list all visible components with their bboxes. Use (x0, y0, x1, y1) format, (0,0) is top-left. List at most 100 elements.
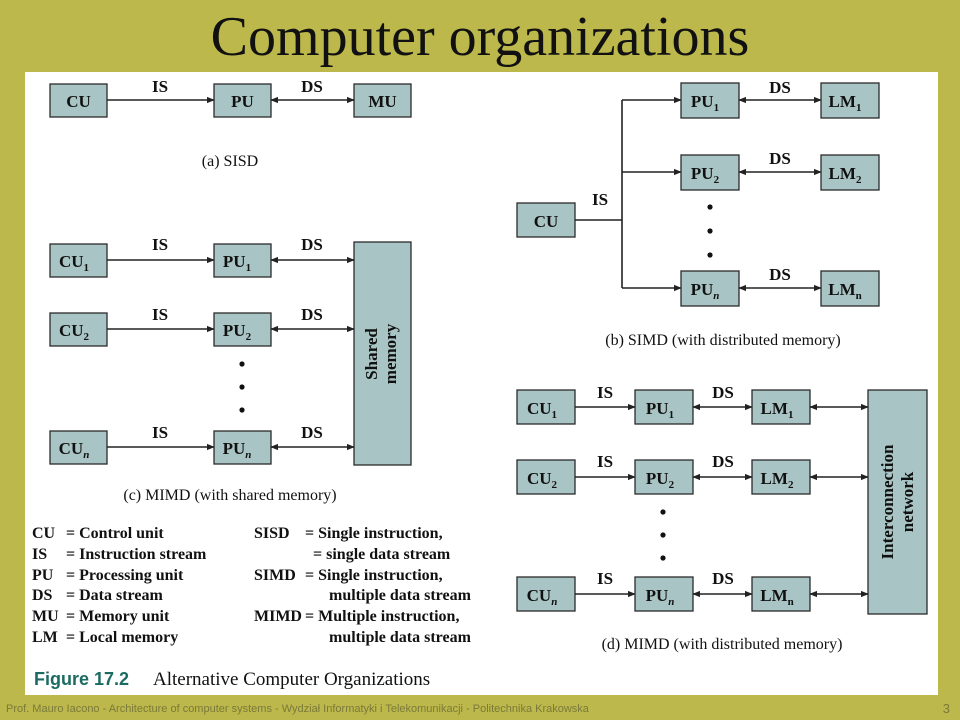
sisd-is-label: IS (152, 77, 168, 96)
sisd-pu-box (213, 83, 272, 118)
legend-type-line: multiple data stream (329, 587, 472, 604)
mimd-dist-pu1-label: PU1 (646, 399, 674, 421)
mimd-shared-cu2-label: CU2 (59, 321, 90, 343)
simd-pu2-box (680, 154, 740, 191)
mimd-shared-pu2-label: PU2 (223, 321, 252, 343)
mimd-shared-dsn-label: DS (301, 423, 323, 442)
mimd-dist-lmn-label: LMn (760, 586, 794, 608)
page-number: 3 (942, 701, 950, 716)
simd-dsn-label: DS (769, 265, 791, 284)
simd-ds1-label: DS (769, 78, 791, 97)
legend-desc: = Control unit (66, 525, 164, 542)
legend-type-abbr: SIMD (254, 567, 296, 584)
mimd-dist-pu2-box (634, 459, 694, 495)
caption-a: (a) SISD (202, 153, 258, 170)
simd-pu2-label: PU2 (691, 164, 720, 186)
mimd-shared-ellipsis-dot (239, 384, 245, 390)
legend: CU = Control unit IS = Instruction strea… (32, 525, 472, 646)
mimd-shared-pu2-box (213, 312, 272, 347)
mimd-shared-cu2-box (49, 312, 108, 347)
mimd-shared-cu1-box (49, 243, 108, 278)
mimd-shared-ds1-label: DS (301, 235, 323, 254)
mimd-dist-is2-label: IS (597, 452, 613, 471)
mimd-shared-diagram: Shared memory CU1 IS PU1 DS CU2 IS PU2 D… (49, 235, 412, 504)
mimd-distributed-diagram: Interconnection network CU1 IS PU1 DS LM… (516, 383, 928, 653)
shared-memory-label-2: memory (381, 323, 400, 384)
simd-lm2-box (820, 154, 880, 191)
mimd-shared-cun-label: CUn (59, 439, 90, 461)
sisd-cu-box (49, 83, 108, 118)
mimd-dist-is1-label: IS (597, 383, 613, 402)
sisd-diagram: CU PU MU IS DS (a) SISD (49, 77, 412, 170)
mimd-dist-lm2-label: LM2 (761, 469, 794, 491)
simd-cu-label: CU (534, 212, 559, 231)
shared-memory-label-1: Shared (362, 328, 381, 380)
sisd-mu-box (353, 83, 412, 118)
mimd-dist-lm1-label: LM1 (761, 399, 794, 421)
interconnection-network-box (867, 389, 928, 615)
mimd-shared-pun-label: PUn (223, 439, 252, 461)
legend-type-line: multiple data stream (329, 629, 472, 646)
organization-diagram: CU PU MU IS DS (a) SISD CU IS PU1 DS LM1… (32, 77, 928, 690)
mimd-shared-ellipsis-dot (239, 361, 245, 367)
mimd-shared-pu1-label: PU1 (223, 252, 251, 274)
simd-ellipsis-dot (707, 204, 713, 210)
simd-pun-box (680, 270, 740, 307)
mimd-shared-ds2-label: DS (301, 305, 323, 324)
mimd-dist-cu1-label: CU1 (527, 399, 557, 421)
caption-d: (d) MIMD (with distributed memory) (602, 636, 843, 653)
simd-pu1-box (680, 82, 740, 119)
simd-cu-box (516, 202, 576, 238)
legend-type-line: = Multiple instruction, (305, 608, 459, 625)
mimd-shared-is1-label: IS (152, 235, 168, 254)
mimd-dist-dsn-label: DS (712, 569, 734, 588)
legend-desc: = Instruction stream (66, 546, 207, 563)
simd-pun-label: PUn (691, 280, 720, 302)
legend-type-abbr: MIMD (254, 608, 302, 625)
legend-abbr: PU (32, 567, 54, 584)
mimd-dist-ellipsis-dot (660, 509, 666, 515)
legend-desc: = Local memory (66, 629, 178, 646)
legend-abbr: DS (32, 587, 53, 604)
mimd-shared-isn-label: IS (152, 423, 168, 442)
legend-desc: = Data stream (66, 587, 163, 604)
simd-lmn-box (820, 270, 880, 307)
legend-abbr: LM (32, 629, 58, 646)
figure-title: Alternative Computer Organizations (153, 669, 430, 690)
legend-type-abbr: SISD (254, 525, 290, 542)
mimd-dist-cun-box (516, 576, 576, 612)
legend-type-line: = Single instruction, (305, 525, 443, 542)
caption-b: (b) SIMD (with distributed memory) (605, 332, 841, 349)
mimd-dist-pu2-label: PU2 (646, 469, 675, 491)
mimd-dist-ds1-label: DS (712, 383, 734, 402)
simd-lm1-label: LM1 (829, 92, 862, 114)
mimd-dist-cu1-box (516, 389, 576, 425)
mimd-dist-cun-label: CUn (527, 586, 558, 608)
simd-ellipsis-dot (707, 228, 713, 234)
legend-type-line: = Single instruction, (305, 567, 443, 584)
mimd-shared-cu1-label: CU1 (59, 252, 89, 274)
mimd-dist-cu2-label: CU2 (527, 469, 558, 491)
mimd-dist-isn-label: IS (597, 569, 613, 588)
sisd-mu-label: MU (368, 92, 396, 111)
simd-lmn-label: LMn (828, 280, 862, 302)
simd-lm2-label: LM2 (829, 164, 862, 186)
legend-abbr: IS (32, 546, 47, 563)
legend-desc: = Memory unit (66, 608, 170, 625)
simd-lm1-box (820, 82, 880, 119)
mimd-dist-pu1-box (634, 389, 694, 425)
legend-desc: = Processing unit (66, 567, 184, 584)
mimd-shared-pu1-box (213, 243, 272, 278)
simd-diagram: CU IS PU1 DS LM1 PU2 DS LM2 PUn DS LMn (… (516, 78, 880, 349)
interconnection-label-1: Interconnection (878, 444, 897, 559)
mimd-dist-pun-label: PUn (646, 586, 675, 608)
legend-abbr: MU (32, 608, 59, 625)
interconnection-label-2: network (898, 471, 917, 532)
mimd-dist-ellipsis-dot (660, 532, 666, 538)
sisd-pu-label: PU (231, 92, 254, 111)
legend-type-line: = single data stream (313, 546, 451, 563)
mimd-dist-lm1-box (751, 389, 811, 425)
figure-panel: CU PU MU IS DS (a) SISD CU IS PU1 DS LM1… (25, 72, 938, 695)
sisd-cu-label: CU (66, 92, 91, 111)
legend-abbr: CU (32, 525, 56, 542)
